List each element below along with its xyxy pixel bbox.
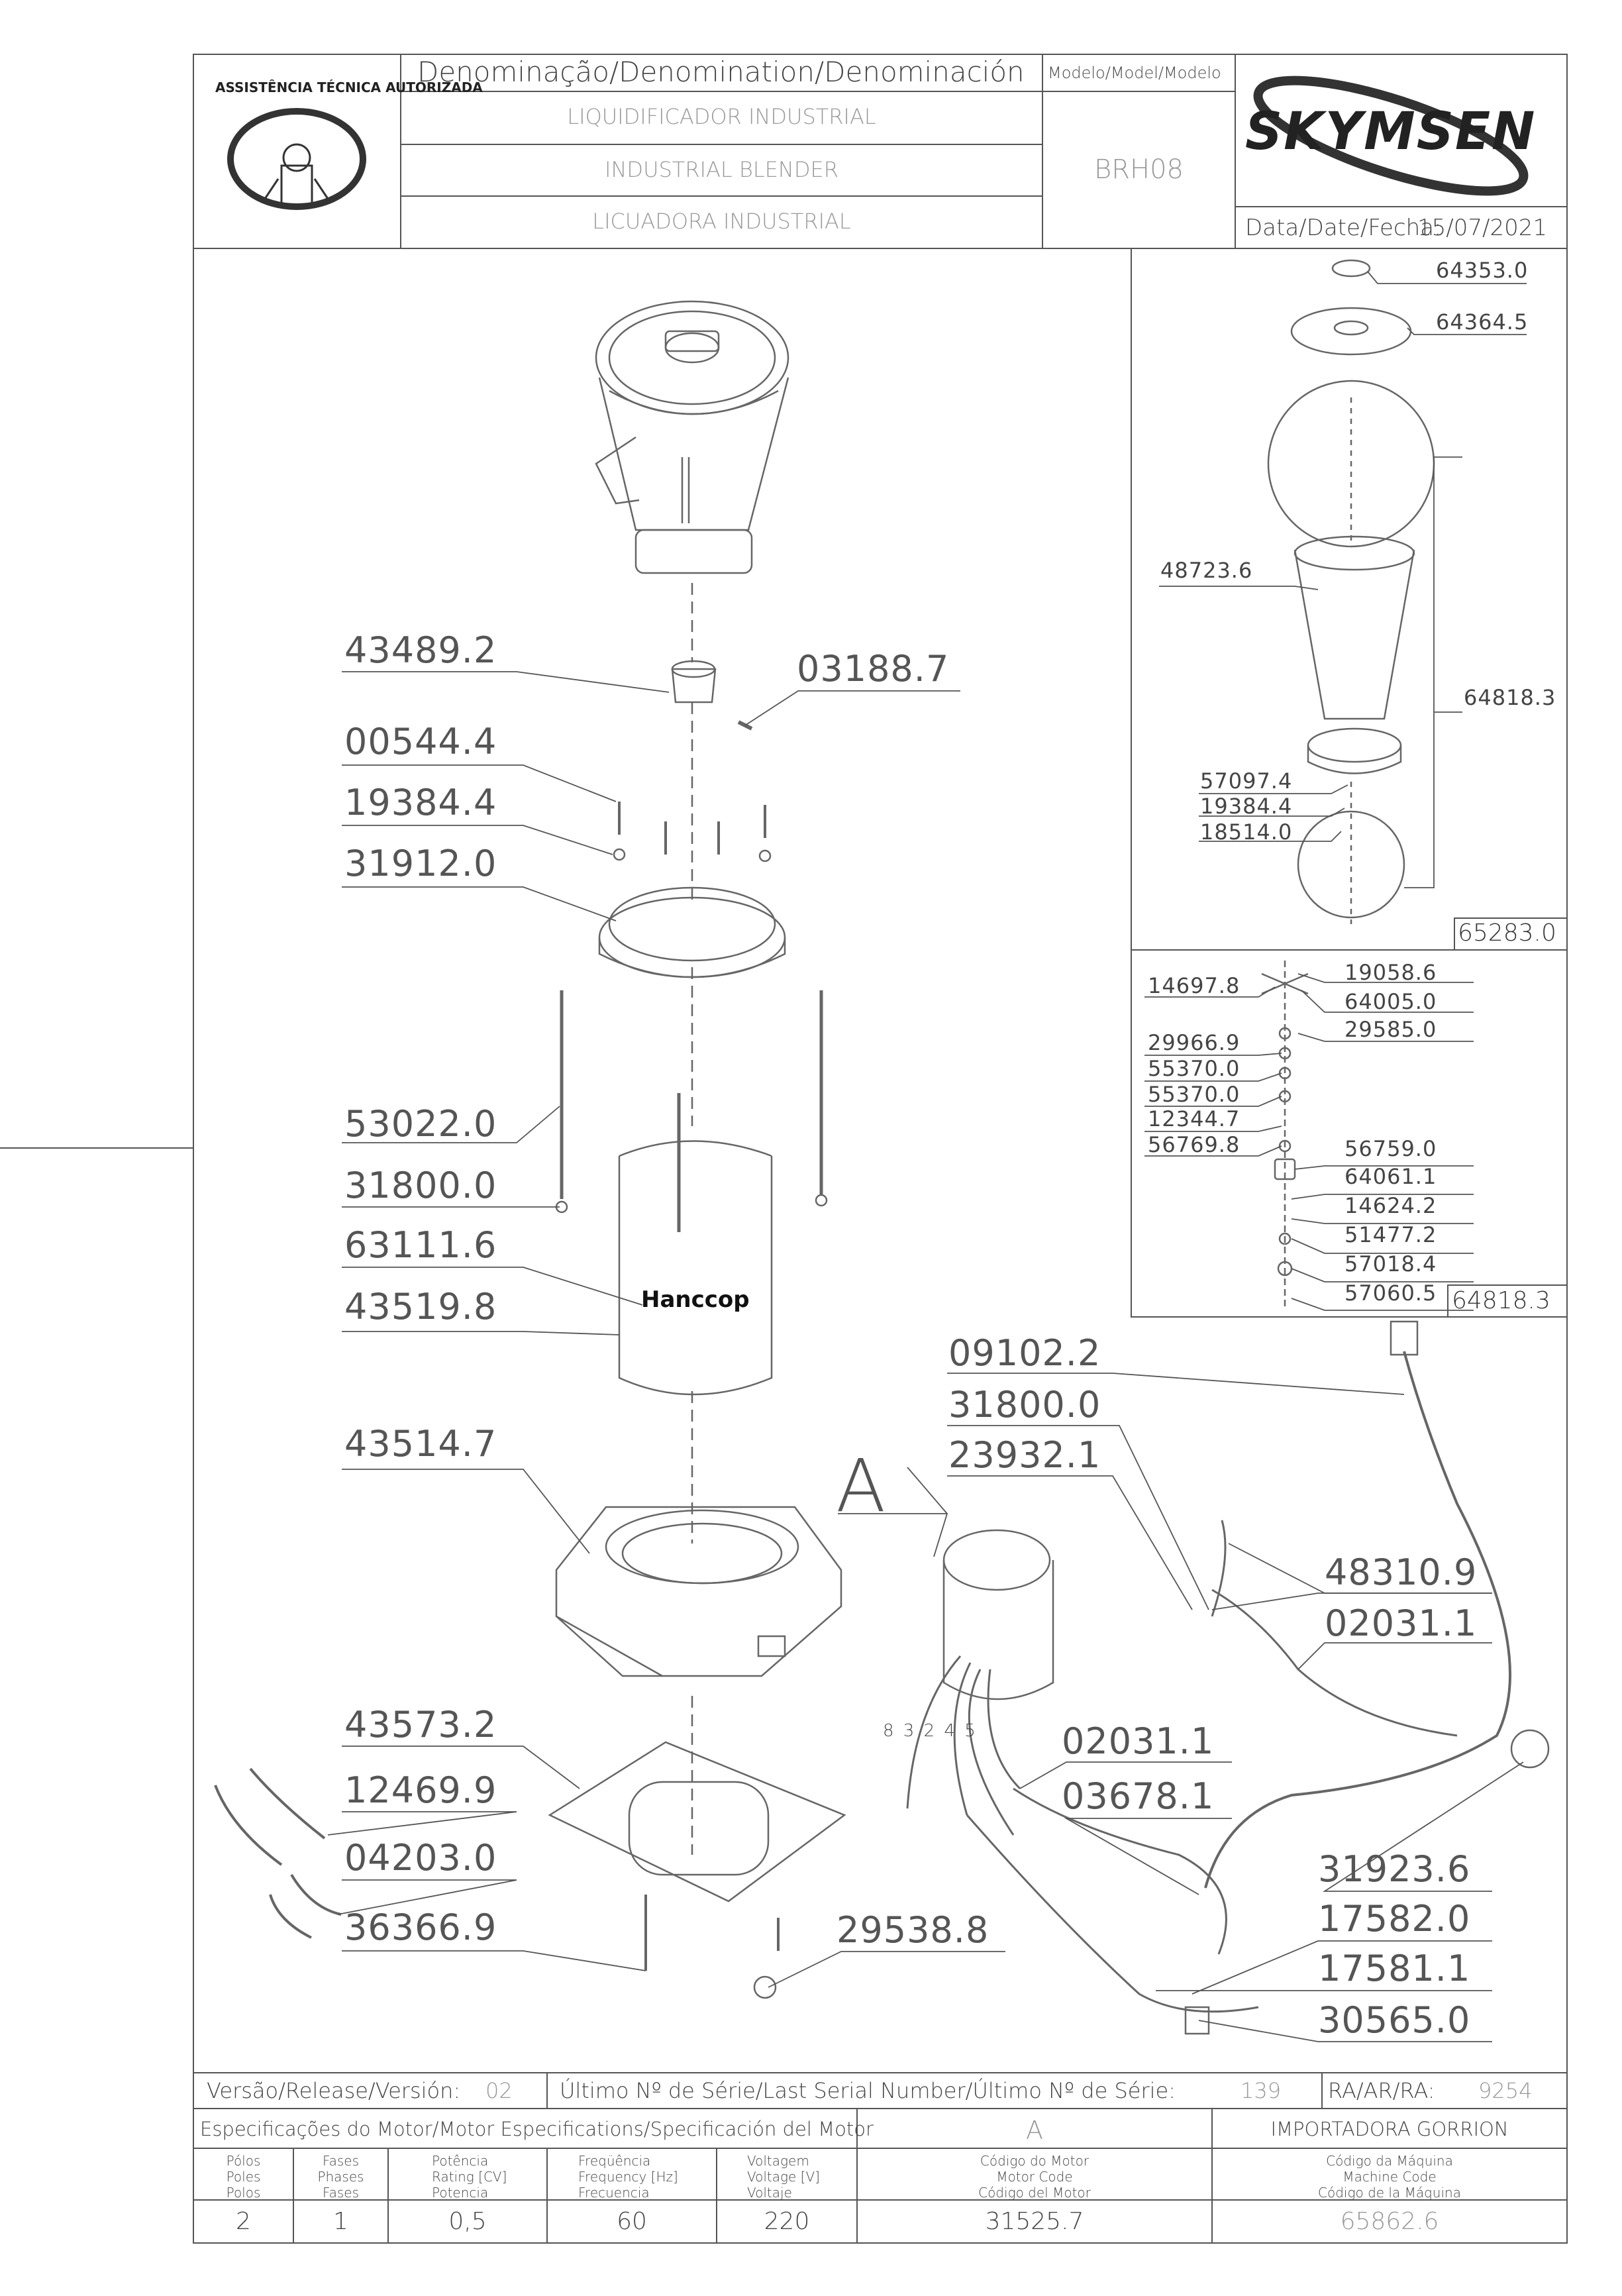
seal-drawing bbox=[227, 108, 366, 210]
blade-part-label: 14624.2 bbox=[1344, 1193, 1437, 1218]
part-label: 43573.2 bbox=[344, 1704, 497, 1746]
product-name-en: INDUSTRIAL BLENDER bbox=[605, 157, 838, 182]
blade-part-label: 51477.2 bbox=[1344, 1222, 1437, 1247]
model-label: Modelo/Model/Modelo bbox=[1048, 64, 1221, 82]
part-label: 36366.9 bbox=[344, 1906, 497, 1948]
jar-assembly-label: 65283.0 bbox=[1458, 919, 1556, 947]
part-label: 31800.0 bbox=[948, 1384, 1101, 1426]
value-voltage: 220 bbox=[764, 2208, 810, 2235]
part-label: 48310.9 bbox=[1325, 1551, 1478, 1593]
blade-part-label: 55370.0 bbox=[1148, 1082, 1241, 1107]
denomination-label: Denominação/Denomination/Denominación bbox=[417, 56, 1025, 88]
part-label: 04203.0 bbox=[344, 1837, 497, 1879]
ra-value: 9254 bbox=[1478, 2078, 1533, 2103]
date-value: 15/07/2021 bbox=[1417, 215, 1547, 241]
part-label: 02031.1 bbox=[1325, 1602, 1478, 1644]
part-label: 03678.1 bbox=[1062, 1775, 1215, 1817]
blade-part-label: 64061.1 bbox=[1344, 1164, 1437, 1189]
value-motor-code: 31525.7 bbox=[985, 2208, 1084, 2235]
part-label: 63111.6 bbox=[344, 1224, 497, 1266]
blade-part-label: 55370.0 bbox=[1148, 1056, 1241, 1081]
wire-numbers: 8 3 2 4 5 bbox=[883, 1721, 976, 1741]
version-label: Versão/Release/Versión: bbox=[207, 2078, 461, 2103]
jar-part-label: 19384.4 bbox=[1200, 794, 1293, 819]
jar-part-label: 64353.0 bbox=[1436, 258, 1529, 283]
blade-part-label: 56759.0 bbox=[1344, 1136, 1437, 1161]
part-label: 17581.1 bbox=[1318, 1948, 1471, 1989]
brand-logo: SKYMSEN bbox=[1245, 102, 1537, 162]
part-label: 43514.7 bbox=[344, 1423, 497, 1465]
hanccop-label: Hanccop bbox=[641, 1286, 750, 1313]
part-label: 17582.0 bbox=[1318, 1898, 1471, 1940]
part-label: 12469.9 bbox=[344, 1769, 497, 1811]
part-label: 31923.6 bbox=[1318, 1848, 1471, 1890]
importer-name: IMPORTADORA GORRION bbox=[1270, 2118, 1509, 2140]
jar-part-label: 57097.4 bbox=[1200, 768, 1293, 794]
blade-part-label: 29585.0 bbox=[1344, 1017, 1437, 1042]
blade-part-label: 14697.8 bbox=[1148, 973, 1241, 998]
part-label: 23932.1 bbox=[948, 1434, 1101, 1476]
product-name-es: LICUADORA INDUSTRIAL bbox=[592, 209, 851, 234]
part-label: 00544.4 bbox=[344, 721, 497, 762]
blade-part-label: 57018.4 bbox=[1344, 1251, 1437, 1277]
value-machine-code: 65862.6 bbox=[1340, 2208, 1439, 2235]
motor-letter: A bbox=[1026, 2116, 1043, 2145]
part-label: 53022.0 bbox=[344, 1103, 497, 1145]
part-label: 09102.2 bbox=[948, 1332, 1101, 1374]
value-frequency: 60 bbox=[617, 2208, 647, 2235]
seal-text: ASSISTÊNCIA TÉCNICA AUTORIZADA bbox=[215, 79, 483, 95]
blade-part-label: 12344.7 bbox=[1148, 1106, 1241, 1131]
jar-part-label: 18514.0 bbox=[1200, 819, 1293, 845]
jar-part-label: 48723.6 bbox=[1160, 558, 1253, 583]
value-rating: 0,5 bbox=[448, 2208, 487, 2235]
blade-part-label: 29966.9 bbox=[1148, 1030, 1241, 1055]
blade-part-label: 19058.6 bbox=[1344, 960, 1437, 985]
jar-part-label: 64818.3 bbox=[1464, 685, 1556, 710]
version-value: 02 bbox=[485, 2078, 513, 2103]
ra-label: RA/AR/RA: bbox=[1328, 2078, 1435, 2103]
part-label: 02031.1 bbox=[1062, 1720, 1215, 1762]
blade-assembly-label: 64818.3 bbox=[1452, 1287, 1550, 1314]
serial-label: Último Nº de Série/Last Serial Number/Úl… bbox=[560, 2078, 1176, 2103]
model-number: BRH08 bbox=[1094, 154, 1184, 185]
motor-spec-label: Especificações do Motor/Motor Especifica… bbox=[200, 2118, 874, 2140]
part-label: 30565.0 bbox=[1318, 1999, 1471, 2041]
blade-part-label: 57060.5 bbox=[1344, 1280, 1437, 1306]
jar-part-label: 64364.5 bbox=[1436, 309, 1529, 335]
blade-part-label: 56769.8 bbox=[1148, 1132, 1241, 1157]
part-label: 19384.4 bbox=[344, 782, 497, 823]
serial-value: 139 bbox=[1241, 2078, 1282, 2103]
value-poles: 2 bbox=[236, 2208, 251, 2235]
value-phases: 1 bbox=[333, 2208, 348, 2235]
part-label: 43519.8 bbox=[344, 1286, 497, 1328]
motor-callout: A bbox=[836, 1443, 886, 1528]
part-label: 31912.0 bbox=[344, 843, 497, 884]
product-name-pt: LIQUIDIFICADOR INDUSTRIAL bbox=[567, 104, 876, 129]
part-label: 03188.7 bbox=[797, 648, 950, 690]
part-label: 31800.0 bbox=[344, 1165, 497, 1206]
part-label: 43489.2 bbox=[344, 629, 497, 671]
blade-part-label: 64005.0 bbox=[1344, 989, 1437, 1014]
date-label: Data/Date/Fecha: bbox=[1245, 215, 1442, 241]
part-label: 29538.8 bbox=[836, 1909, 989, 1951]
